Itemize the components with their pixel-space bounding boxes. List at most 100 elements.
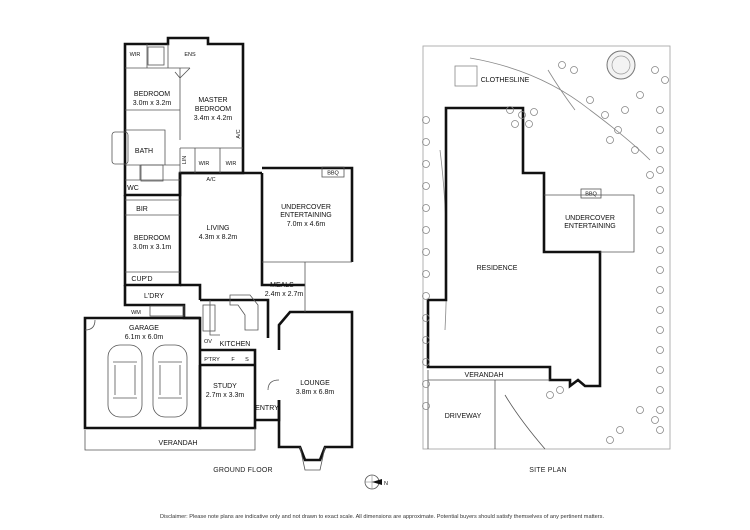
large-tree-icon [606,50,636,80]
shrub-icon [656,406,664,414]
bbq-box [321,166,345,178]
shrub-icon [636,91,644,99]
shrub-icon [518,111,526,119]
ground-floor-plan [83,36,354,471]
ground-floor-labels: ENS WIR BEDROOM 3.0m x 3.2m MASTER BEDRO… [125,52,345,474]
label-bedroom1-size: 3.0m x 3.2m [133,100,172,107]
shrub-icon [656,126,664,134]
label-wm: WM [131,310,141,316]
label-living: LIVING [207,225,230,232]
label-ov: OV [204,339,212,345]
shrub-icon [614,126,622,134]
shrub-icon [651,416,659,424]
shrub-icon [422,380,430,388]
shrub-icon [656,306,664,314]
label-meals-size: 2.4m x 2.7m [265,291,304,298]
site-label-clothesline: CLOTHESLINE [481,77,530,84]
label-ac1: A/C [236,129,242,138]
label-bedroom1: BEDROOM [134,91,170,98]
shrub-icon [422,138,430,146]
label-ac2: A/C [206,177,215,183]
bathtub [111,131,129,165]
label-bath: BATH [135,148,153,155]
shrub-icon [422,116,430,124]
shrub-icon [525,120,533,128]
label-lounge: LOUNGE [300,380,330,387]
shrub-icon [656,166,664,174]
label-f: F [231,357,235,363]
shrub-icon [631,146,639,154]
label-lounge-size: 3.8m x 6.8m [296,389,335,396]
label-garage-size: 6.1m x 6.0m [125,334,164,341]
site-label-verandah: VERANDAH [465,372,504,379]
label-bir: BIR [136,206,148,213]
shrub-icon [422,336,430,344]
shower [147,46,165,66]
label-cupd: CUP'D [131,276,152,283]
shrub-icon [586,96,594,104]
compass-label: N [384,481,388,487]
shower-bath [140,164,164,182]
label-meals: MEALS [270,282,294,289]
house-outer-walls [123,36,245,197]
shrub-icon [546,391,554,399]
shrub-icon [656,226,664,234]
shrub-icon [422,204,430,212]
shrub-icon [656,386,664,394]
door-swing-entry [267,379,280,391]
shrub-icon [422,402,430,410]
shrub-icon [422,248,430,256]
kitchen-bench [209,294,259,336]
shrub-icon [656,146,664,154]
site-plan: BBQ UNDERCOVER ENTERTAINING RESIDENCE VE… [422,45,671,474]
shrub-icon [656,286,664,294]
kitchen-study-walls [198,298,281,430]
site-bbq-box [580,188,602,199]
shrub-icon [422,182,430,190]
label-s: S [245,357,249,363]
label-living-size: 4.3m x 8.2m [199,234,238,241]
shrub-icon [656,266,664,274]
label-bbq: BBQ [327,171,339,177]
car-left [107,344,143,418]
site-label-undercover2: ENTERTAINING [564,223,615,230]
shrub-icon [422,226,430,234]
label-ptry: P'TRY [204,357,220,363]
shrub-icon [656,186,664,194]
shrub-icon [606,436,614,444]
label-undercover-size: 7.0m x 4.6m [287,221,326,228]
site-undercover [544,194,635,253]
site-label-undercover1: UNDERCOVER [565,215,615,222]
site-label-residence: RESIDENCE [477,265,518,272]
shrub-icon [661,76,669,84]
shrub-icon [646,171,654,179]
label-bedroom2-size: 3.0m x 3.1m [133,244,172,251]
shrub-icon [422,292,430,300]
shrub-icon [558,61,566,69]
site-plan-caption: SITE PLAN [529,467,567,474]
house-west-wing-walls [123,173,182,287]
disclaimer-text: Disclaimer: Please note plans are indica… [160,514,604,520]
verandah-outline [84,428,256,451]
kitchen-cooktop [202,304,216,332]
shrub-icon [656,426,664,434]
label-garage: GARAGE [129,325,159,332]
site-driveway [427,380,546,450]
label-bedroom2: BEDROOM [134,235,170,242]
label-master2: BEDROOM [195,106,231,113]
label-undercover2: ENTERTAINING [280,212,331,219]
shrub-icon [601,111,609,119]
shrub-icon [511,120,519,128]
label-lin: LIN [182,156,188,165]
label-wir1: WIR [199,161,210,167]
shrub-icon [556,386,564,394]
residence-outline [426,106,602,389]
shrub-icon [570,66,578,74]
car-right [152,344,188,418]
label-study: STUDY [213,383,237,390]
laundry-bench [149,305,185,317]
shrub-icon [422,160,430,168]
shrub-icon [422,358,430,366]
label-master-size: 3.4m x 4.2m [194,115,233,122]
